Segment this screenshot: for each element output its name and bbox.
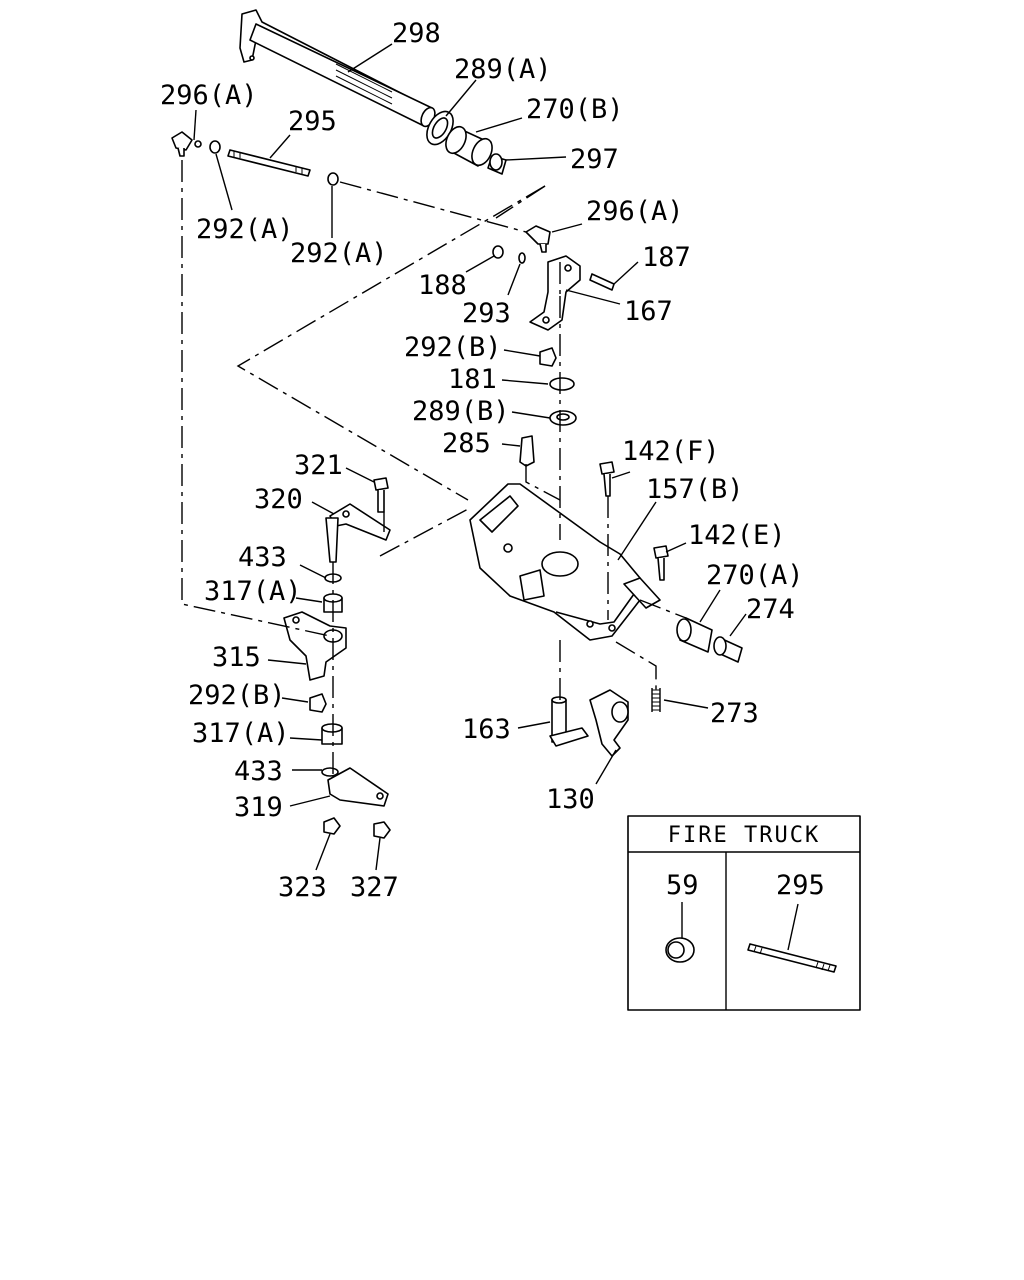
bolt-321: [373, 477, 389, 513]
inset-title: FIRE TRUCK: [668, 823, 820, 848]
nut-292a-right: [327, 172, 339, 186]
label-433-upper: 433: [238, 542, 287, 573]
label-181: 181: [448, 364, 497, 395]
label-293: 293: [462, 298, 511, 329]
label-157b: 157(B): [646, 474, 744, 505]
nut-327: [373, 821, 391, 839]
plate-319: [327, 767, 389, 807]
spring-273: [651, 688, 661, 712]
label-315: 315: [212, 642, 261, 673]
label-292a-2: 292(A): [290, 238, 388, 269]
label-142e: 142(E): [688, 520, 786, 551]
bushing-270a: [676, 617, 713, 653]
label-319: 319: [234, 792, 283, 823]
arm-320: [325, 503, 391, 563]
bolt-142f: [599, 461, 615, 497]
label-433-lower: 433: [234, 756, 283, 787]
label-317a-upper: 317(A): [204, 576, 302, 607]
bracket-315: [283, 611, 347, 681]
label-187: 187: [642, 242, 691, 273]
inset-frame: [627, 815, 861, 1011]
bolt-142e: [653, 545, 669, 581]
label-292a-1: 292(A): [196, 214, 294, 245]
label-163: 163: [462, 714, 511, 745]
label-298: 298: [392, 18, 441, 49]
ring-297: [487, 153, 507, 175]
assembly-lines: [181, 160, 687, 780]
label-285: 285: [442, 428, 491, 459]
rod-end-296a-left: [171, 131, 202, 157]
label-289a: 289(A): [454, 54, 552, 85]
washer-293: [518, 252, 526, 264]
label-295: 295: [288, 106, 337, 137]
housing-157b: [469, 483, 661, 641]
inset-leader-295: [787, 903, 799, 951]
label-323: 323: [278, 872, 327, 903]
bush-317a-lower: [321, 723, 343, 745]
label-320: 320: [254, 484, 303, 515]
nut-323: [323, 817, 341, 835]
label-273: 273: [710, 698, 759, 729]
label-188: 188: [418, 270, 467, 301]
part-labels: 298 289(A) 270(B) 297 296(A) 295 292(A) …: [160, 18, 804, 903]
label-296a-left: 296(A): [160, 80, 258, 111]
inset-label-295: 295: [776, 870, 825, 901]
nut-292a-left: [209, 140, 221, 154]
leader-lines: [193, 43, 747, 871]
fitting-285: [519, 435, 535, 467]
label-292b-upper: 292(B): [404, 332, 502, 363]
collar-59: [665, 937, 695, 963]
label-317a-lower: 317(A): [192, 718, 290, 749]
label-142f: 142(F): [622, 436, 720, 467]
fire-truck-inset: FIRE TRUCK 59 295: [627, 815, 861, 1011]
bolt-187: [589, 273, 615, 291]
bushing-270b: [445, 125, 493, 167]
rod-end-296a-right: [525, 225, 551, 253]
nut-292b-lower: [309, 693, 327, 713]
bracket-167: [529, 255, 581, 331]
rod-295-inset: [747, 943, 837, 973]
ring-289a: [426, 110, 454, 146]
oring-433-lower: [321, 767, 339, 777]
label-327: 327: [350, 872, 399, 903]
inset-label-59: 59: [666, 870, 699, 901]
label-167: 167: [624, 296, 673, 327]
nut-188: [492, 245, 504, 259]
label-321: 321: [294, 450, 343, 481]
label-297: 297: [570, 144, 619, 175]
label-130: 130: [546, 784, 595, 815]
lever-130: [589, 689, 629, 757]
shaft-163: [549, 696, 589, 747]
label-274: 274: [746, 594, 795, 625]
label-270a: 270(A): [706, 560, 804, 591]
nut-292b-upper: [539, 347, 557, 367]
label-296a-right: 296(A): [586, 196, 684, 227]
shaft-298: [239, 9, 436, 128]
label-270b: 270(B): [526, 94, 624, 125]
label-289b: 289(B): [412, 396, 510, 427]
rod-295: [227, 149, 311, 177]
washer-181: [549, 377, 575, 391]
label-292b-lower: 292(B): [188, 680, 286, 711]
ring-289b: [549, 410, 577, 426]
cap-274: [713, 636, 743, 663]
